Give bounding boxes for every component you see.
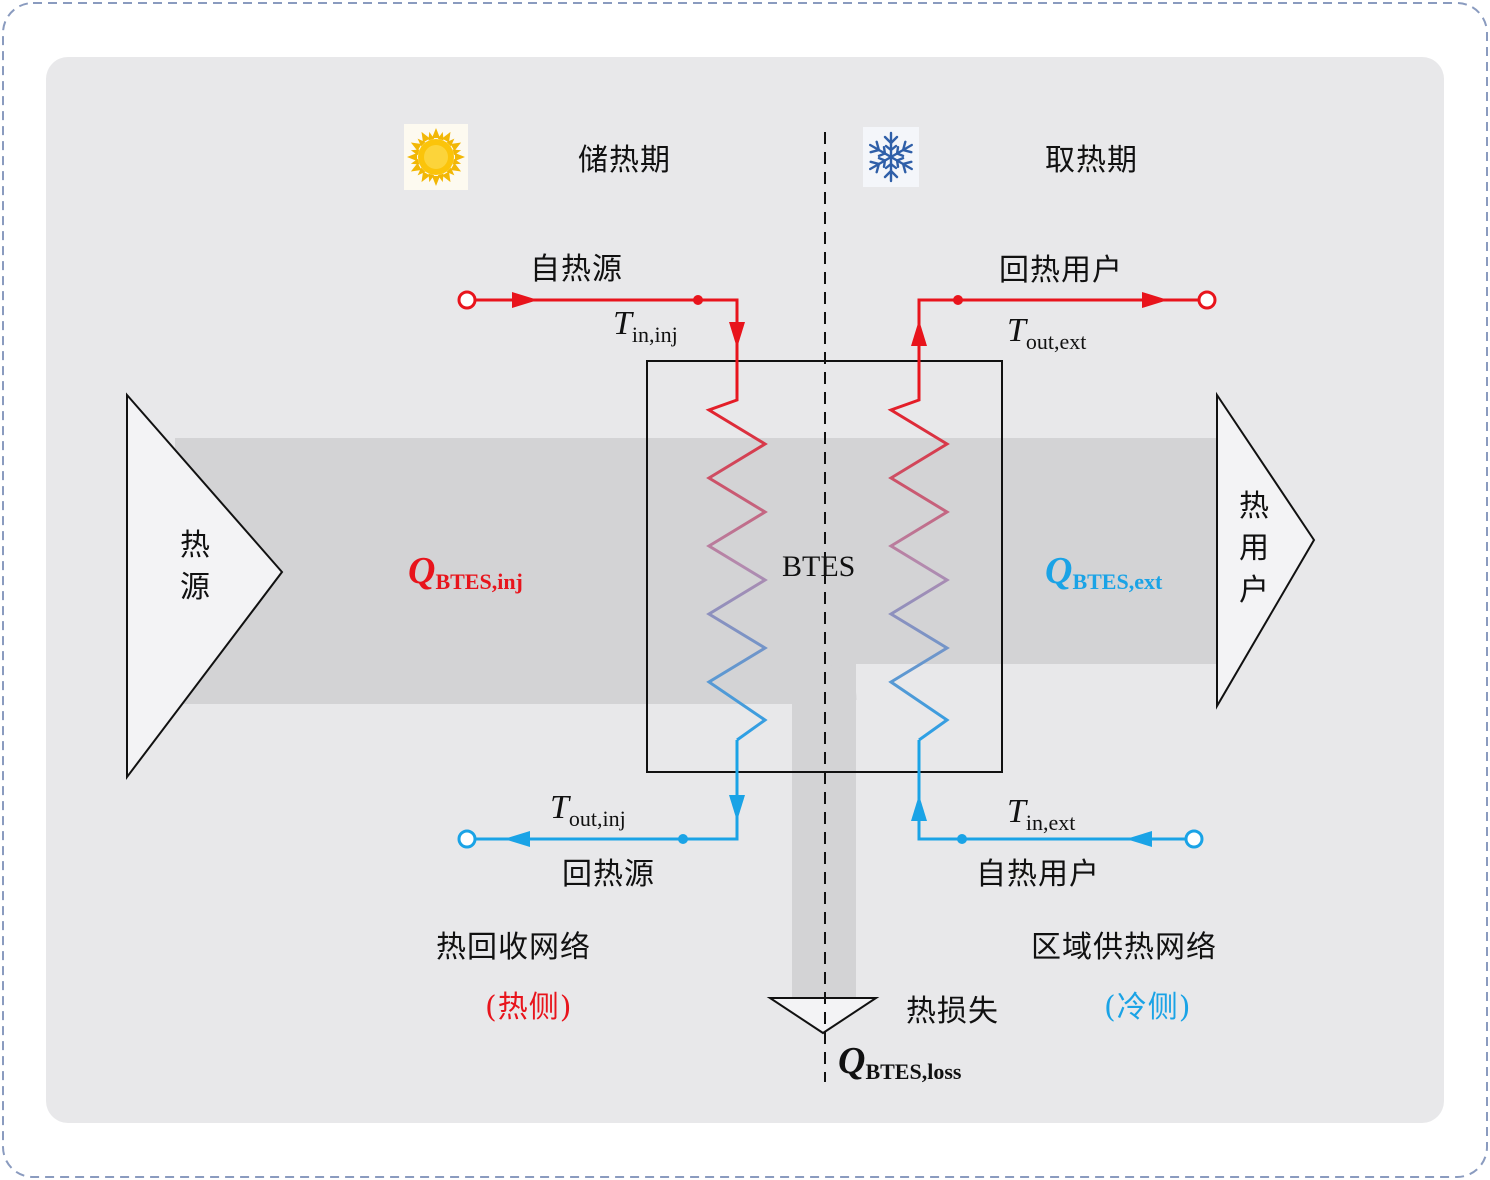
- q-injection-label: QBTES,inj: [408, 550, 523, 594]
- heat-user-char-2: 用: [1239, 531, 1269, 566]
- injection-outlet-pipe: [457, 740, 745, 849]
- extraction-inlet-pipe: [911, 740, 1204, 849]
- snowflake-icon: [863, 127, 919, 187]
- t-out-inj-label: Tout,inj: [550, 789, 626, 831]
- q-loss-label: QBTES,loss: [838, 1040, 962, 1084]
- injection-inlet-pipe: [457, 290, 745, 390]
- heat-user-char-1: 热: [1239, 489, 1269, 524]
- cold-side-label: (冷侧): [1104, 990, 1192, 1025]
- storage-period-label: 储热期: [578, 143, 671, 178]
- energy-band: [175, 438, 1218, 704]
- heat-user-label: 热 用 户: [1237, 486, 1271, 612]
- heat-source-char-1: 热: [180, 528, 210, 563]
- heat-loss-triangle: [766, 997, 880, 1035]
- sun-icon: [404, 124, 468, 190]
- to-source-label: 回热源: [562, 857, 655, 892]
- hot-side-label: (热侧): [485, 990, 573, 1025]
- q-extraction-label: QBTES,ext: [1045, 550, 1163, 594]
- heat-user-triangle: [1216, 391, 1316, 710]
- heat-source-label: 热 源: [178, 525, 212, 609]
- extraction-period-label: 取热期: [1045, 143, 1138, 178]
- district-network-label: 区域供热网络: [1031, 930, 1217, 965]
- heat-source-char-2: 源: [180, 570, 210, 605]
- to-user-label: 回热用户: [999, 253, 1123, 288]
- heat-source-triangle: [126, 392, 284, 780]
- btes-label: BTES: [782, 550, 856, 583]
- t-in-inj-label: Tin,inj: [613, 305, 678, 347]
- recovery-network-label: 热回收网络: [436, 930, 591, 965]
- t-out-ext-label: Tout,ext: [1007, 312, 1087, 354]
- extraction-coil: [887, 390, 950, 742]
- from-user-label: 自热用户: [976, 857, 1100, 892]
- loss-band: [792, 690, 856, 1000]
- heat-loss-label: 热损失: [906, 994, 999, 1029]
- heat-user-char-3: 户: [1239, 573, 1269, 608]
- from-source-label: 自热源: [530, 252, 623, 287]
- extraction-outlet-pipe: [911, 290, 1217, 390]
- injection-coil: [705, 390, 768, 742]
- t-in-ext-label: Tin,ext: [1007, 793, 1076, 835]
